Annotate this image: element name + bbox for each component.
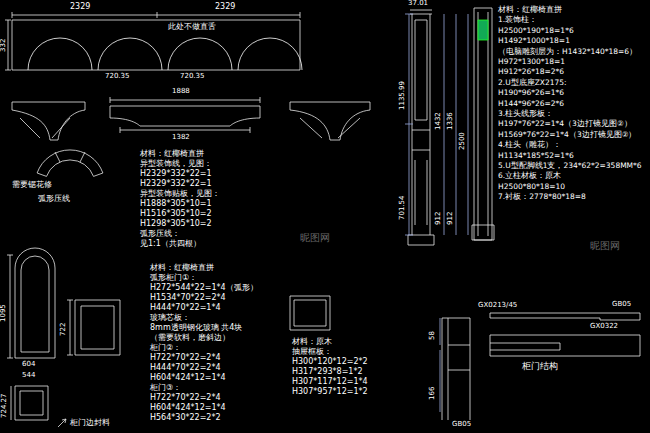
drawing-label: H972*1300*18=1 bbox=[498, 58, 565, 66]
drawing-label: （电脑雕刻层为：H1432*140*18=6） bbox=[498, 48, 637, 56]
drawing-label: GX0213/45 bbox=[478, 302, 517, 310]
drawing-label: 720.35 bbox=[105, 73, 130, 81]
drawer-front bbox=[11, 386, 66, 427]
decorative-column bbox=[405, 10, 468, 245]
drawing-label: 2.U型底座ZX2175: bbox=[498, 79, 567, 87]
drawing-label: H1298*305*10=2 bbox=[140, 220, 212, 229]
drawing-label: H190*96*26=1*6 bbox=[498, 89, 564, 97]
drawing-label: H1888*305*10=1 bbox=[140, 200, 212, 209]
dimension-text: 166 bbox=[429, 387, 437, 400]
dimension-text: 1432 bbox=[435, 112, 443, 130]
drawing-label: 材料：原木 bbox=[292, 338, 332, 347]
drawing-label: GB05 bbox=[612, 301, 631, 309]
dimension-text: 58 bbox=[429, 331, 437, 340]
drawing-label: 材料：红椰椅直拼 bbox=[150, 264, 214, 273]
drawing-label: 柜门②： bbox=[150, 344, 181, 353]
drawing-label: 1888 bbox=[172, 88, 190, 96]
drawing-label: H317*293*8=1*2 bbox=[292, 368, 363, 377]
trim-profiles bbox=[12, 97, 370, 140]
drawing-label: H144*96*26=2*6 bbox=[498, 100, 564, 108]
drawing-label: 720.35 bbox=[180, 73, 205, 81]
drawing-label: H444*70*22=1*4 bbox=[150, 304, 221, 313]
door-structure bbox=[440, 313, 640, 420]
drawing-label: 需要锯花修 bbox=[12, 181, 52, 190]
drawing-label: H307*117*12=1*4 bbox=[292, 378, 368, 387]
drawing-label: 6.立柱材板：原木 bbox=[498, 172, 561, 180]
dimension-text: 701.54 bbox=[399, 196, 407, 221]
drawing-label: 材料：红椰椅直拼 bbox=[498, 6, 562, 14]
dimension-text: 912 bbox=[447, 212, 455, 225]
drawing-label: H2500*80*18=10 bbox=[498, 183, 565, 191]
arc-molding bbox=[37, 150, 103, 176]
drawing-label: H1516*305*10=2 bbox=[140, 210, 212, 219]
drawing-label: H1534*70*22=2*4 bbox=[150, 294, 226, 303]
drawing-label: 柜门结构 bbox=[522, 362, 558, 372]
drawing-label: H604*424*12=1*4 bbox=[150, 404, 226, 413]
dimension-text: 2500 bbox=[459, 132, 467, 150]
drawing-label: 弧形压线： bbox=[140, 230, 180, 239]
drawing-label: 544 bbox=[22, 372, 35, 380]
drawing-label: 2329 bbox=[215, 3, 235, 12]
drawing-label: H1569*76*22=1*4（3边打镜见图②） bbox=[498, 131, 636, 139]
drawing-label: H1134*185*52=1*6 bbox=[498, 152, 574, 160]
drawing-label: H197*76*22=1*4（3边打镜见图②） bbox=[498, 120, 632, 128]
drawing-label: H444*70*22=2*4 bbox=[150, 364, 221, 373]
drawing-label: 柜门边封料 bbox=[70, 419, 110, 428]
drawing-label: 8mm透明钢化玻璃 共4块 bbox=[150, 324, 242, 333]
dimension-text: 1095 bbox=[0, 304, 8, 322]
column-side bbox=[472, 8, 494, 240]
drawing-label: H300*120*12=2*2 bbox=[292, 358, 368, 367]
drawing-label: 见1:1（共四根） bbox=[140, 240, 201, 249]
drawing-label: 弧形柜门①： bbox=[150, 274, 197, 283]
drawing-label: 1382 bbox=[172, 134, 190, 142]
drawing-label: 此处不做直舌 bbox=[168, 23, 216, 32]
drawing-label: 604 bbox=[22, 361, 35, 369]
drawing-label: H912*26*18=2*6 bbox=[498, 68, 564, 76]
door-panel bbox=[67, 300, 120, 355]
drawing-label: 异型装饰贴板，见图： bbox=[140, 190, 220, 199]
drawing-label: GX0322 bbox=[590, 323, 618, 331]
drawing-label: 5.U型配脚线1支，234*62*2=358MM*6 bbox=[498, 162, 642, 170]
drawing-label: 弧形压线 bbox=[38, 195, 70, 204]
drawing-label: H2500*190*18=1*6 bbox=[498, 27, 574, 35]
drawing-label: H722*70*22=2*4 bbox=[150, 394, 221, 403]
drawing-label: H564*30*22=2*2 bbox=[150, 414, 221, 423]
drawing-label: 37.01 bbox=[408, 0, 428, 8]
dimension-text: 724.27 bbox=[1, 394, 9, 419]
drawing-label: 1.装饰柱： bbox=[498, 16, 537, 24]
drawing-label: 玻璃芯板： bbox=[150, 314, 190, 323]
drawing-label: 抽屉框板： bbox=[292, 348, 332, 357]
drawing-label: H2329*332*22=1 bbox=[140, 180, 212, 189]
drawing-label: H307*957*12=1*2 bbox=[292, 388, 368, 397]
drawing-label: 4.柱头（雕花）： bbox=[498, 141, 561, 149]
drawing-label: H2329*332*22=1 bbox=[140, 170, 212, 179]
drawing-label: H272*544*22=1*4（弧形） bbox=[150, 284, 258, 293]
dimension-text: 332 bbox=[0, 39, 8, 52]
arched-door bbox=[7, 248, 55, 358]
drawing-label: H722*70*22=2*4 bbox=[150, 354, 221, 363]
drawing-label: 柜门③： bbox=[150, 384, 181, 393]
drawing-label: H604*424*12=1*4 bbox=[150, 374, 226, 383]
drawing-label: 材料：红椰椅直拼 bbox=[140, 150, 204, 159]
arch-trim bbox=[5, 12, 302, 70]
drawing-label: H1492*1000*18=1 bbox=[498, 37, 570, 45]
drawing-label: 2329 bbox=[70, 3, 90, 12]
drawing-label: 3.柱头线形板： bbox=[498, 110, 553, 118]
drawing-label: 昵图网 bbox=[590, 240, 620, 251]
dimension-text: 1336 bbox=[447, 112, 455, 130]
dimension-text: 722 bbox=[60, 323, 68, 336]
drawing-label: 异型装饰线，见图： bbox=[140, 160, 212, 169]
drawing-label: 昵图网 bbox=[300, 232, 330, 243]
dimension-text: 1135.99 bbox=[399, 81, 407, 110]
drawing-label: GB05 bbox=[452, 421, 471, 429]
dimension-text: 912 bbox=[435, 212, 443, 225]
drawing-label: （需要软料，磨斜边） bbox=[150, 334, 230, 343]
drawing-label: 7.衬板：2778*80*18=8 bbox=[498, 193, 586, 201]
drawer-box bbox=[290, 296, 330, 330]
